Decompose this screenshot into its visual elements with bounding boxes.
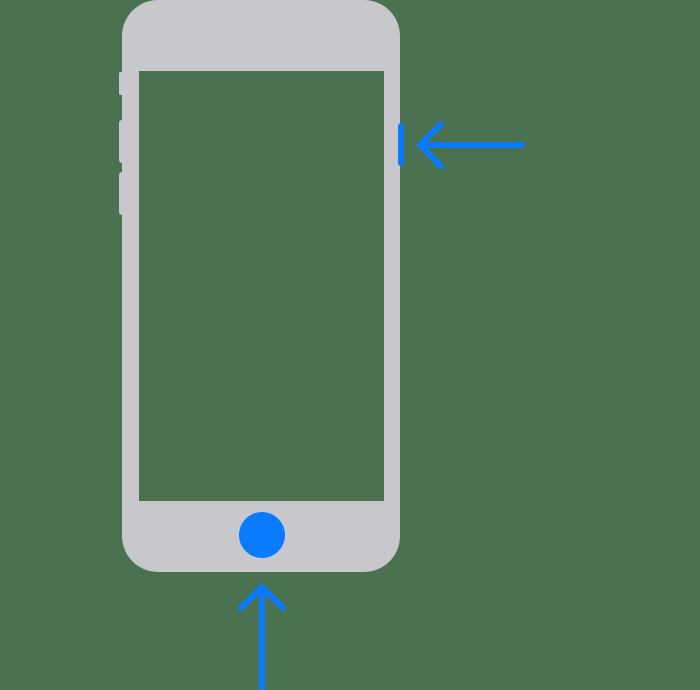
arrow-head — [417, 121, 444, 169]
arrow-head — [238, 584, 286, 611]
side-button — [398, 123, 404, 166]
home-button — [239, 512, 285, 558]
arrow-left-icon — [417, 121, 525, 169]
phone-screen — [139, 71, 384, 501]
arrow-up-icon — [238, 584, 286, 690]
